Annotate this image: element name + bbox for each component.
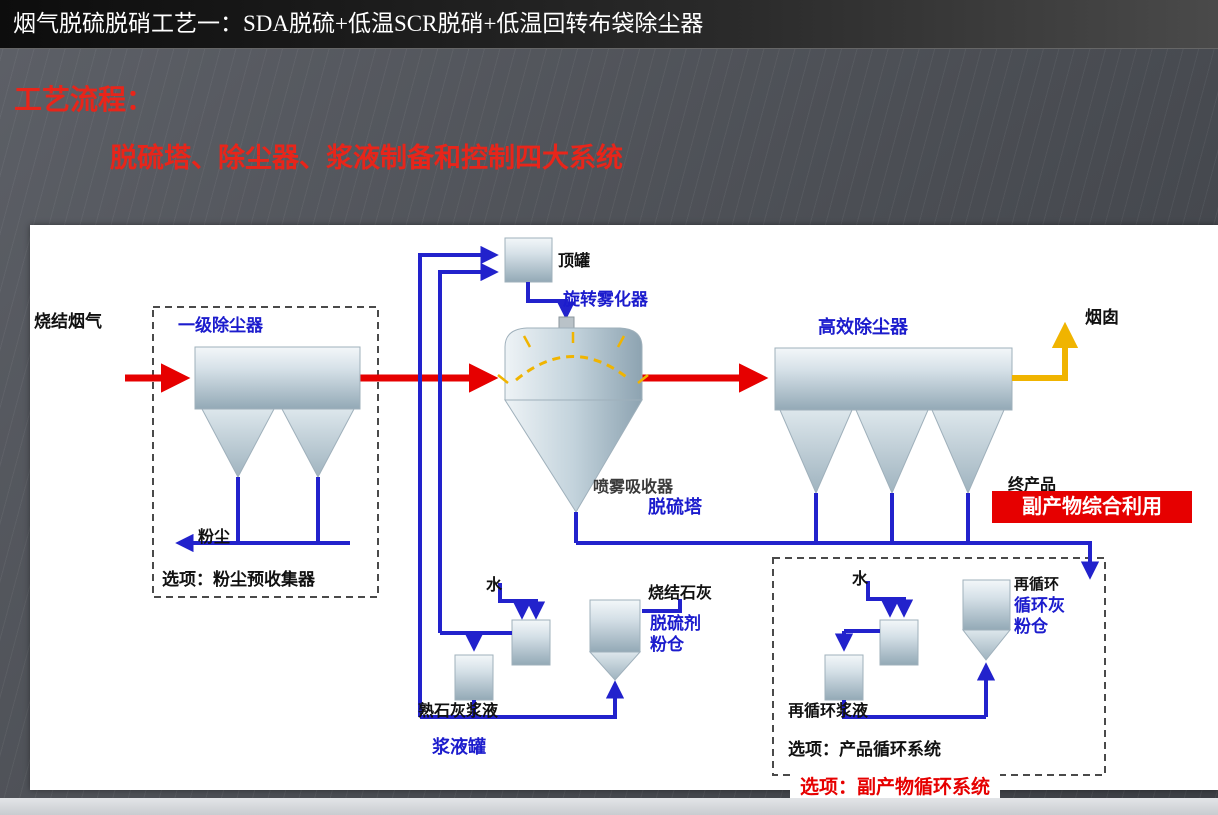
hopper-drains	[814, 493, 970, 543]
label-dust: 粉尘	[198, 529, 231, 546]
stage1-hopper-2	[281, 408, 355, 479]
label-recirc-slurry: 再循环浆液	[788, 703, 869, 720]
desulfurizer-silo-cone	[588, 651, 642, 681]
label-desulfurizer-bin-line1: 脱硫剂	[650, 614, 701, 633]
slurry-tank-a	[511, 619, 551, 666]
water-feed-arrow-3	[866, 581, 900, 618]
diagram-panel: 烧结烟气 一级除尘器 顶罐 旋转雾化器 喷雾吸收器 脱硫塔 高效除尘器 烟囱 终…	[30, 225, 1218, 803]
label-top-tank: 顶罐	[558, 253, 591, 270]
label-water-right: 水	[852, 571, 869, 588]
bottom-strip	[0, 798, 1218, 815]
slurry-return-to-silo	[474, 680, 625, 719]
water-feed-arrow-4	[890, 597, 914, 618]
tank-d-bottom-line	[842, 700, 986, 719]
label-recirc-ash-bin: 循环灰 粉仓	[1014, 595, 1065, 637]
sda-tower-body	[504, 327, 643, 401]
byproduct-main-line	[576, 541, 1100, 580]
water-feed-arrow-1	[498, 583, 532, 620]
title-bar: 烟气脱硫脱硝工艺一：SDA脱硫+低温SCR脱硝+低温回转布袋除尘器	[0, 0, 1218, 49]
sda-tower-cone	[504, 399, 643, 513]
label-desulfurizer-bin-line2: 粉仓	[650, 635, 684, 654]
high-eff-hopper-2	[855, 409, 929, 495]
lime-feed-line	[642, 599, 682, 613]
recirc-ash-silo-cone	[961, 629, 1012, 661]
option-byproduct-recirc-banner: 选项：副产物循环系统	[790, 768, 1001, 803]
label-spray-absorber: 喷雾吸收器	[593, 479, 674, 496]
label-sda-tower: 脱硫塔	[648, 497, 702, 517]
recirc-tank-c	[879, 619, 919, 666]
precollector-option-box	[152, 306, 379, 598]
label-high-eff-collector: 高效除尘器	[818, 317, 908, 337]
byproduct-utilization-banner: 副产物综合利用	[992, 491, 1192, 523]
slurry-riser-2	[438, 262, 499, 633]
slurry-riser-1	[418, 245, 499, 717]
tank-to-atomizer-arrow	[526, 282, 576, 320]
label-water-left: 水	[486, 577, 503, 594]
label-desulfurizer-bin: 脱硫剂 粉仓	[650, 613, 701, 655]
label-sinter-gas: 烧结烟气	[34, 312, 102, 331]
clean-gas-to-chimney-arrow	[1012, 321, 1079, 381]
stage1-hopper-1	[201, 408, 275, 479]
water-feed-arrow-2	[522, 599, 546, 620]
label-option-precollector: 选项：粉尘预收集器	[162, 570, 315, 589]
spray-sparkles	[497, 332, 649, 384]
page-title: 烟气脱硫脱硝工艺一：SDA脱硫+低温SCR脱硝+低温回转布袋除尘器	[13, 11, 704, 36]
process-flow-heading: 工艺流程：	[14, 84, 155, 115]
stage1-collector-body	[194, 346, 361, 410]
label-recirc: 再循环	[1014, 576, 1060, 593]
process-flow-subheading: 脱硫塔、除尘器、浆液制备和控制四大系统	[110, 143, 623, 173]
recirc-tank-d	[824, 654, 864, 701]
recirc-ash-silo-body	[962, 579, 1011, 631]
process-diagram	[125, 237, 1106, 776]
top-tank-shape	[504, 237, 553, 283]
label-slurry-tank: 浆液罐	[432, 737, 486, 757]
slurry-tank-b	[454, 654, 494, 701]
label-option-product-recirc: 选项：产品循环系统	[788, 740, 941, 759]
label-final-product: 终产品	[1008, 477, 1057, 494]
high-eff-hopper-3	[931, 409, 1005, 495]
high-eff-collector-body	[774, 347, 1013, 411]
high-eff-hopper-1	[779, 409, 853, 495]
label-sinter-lime: 烧结石灰	[648, 585, 713, 602]
label-slaked-lime-slurry: 熟石灰浆液	[418, 703, 499, 720]
label-stage1-collector: 一级除尘器	[178, 316, 263, 335]
label-rotary-atomizer: 旋转雾化器	[563, 290, 648, 309]
desulfurizer-silo-body	[589, 599, 641, 653]
spray-arc	[515, 355, 631, 382]
label-recirc-ash-bin-line1: 循环灰	[1014, 596, 1065, 615]
label-chimney: 烟囱	[1085, 308, 1119, 327]
label-recirc-ash-bin-line2: 粉仓	[1014, 617, 1048, 636]
tank-b-bottom-line	[420, 700, 476, 719]
